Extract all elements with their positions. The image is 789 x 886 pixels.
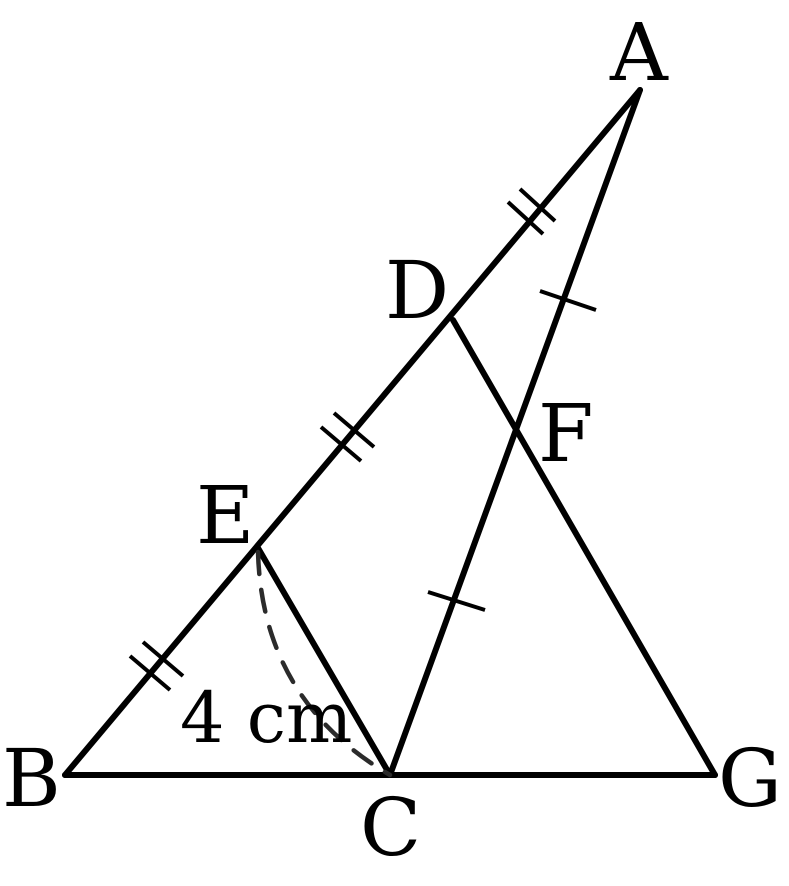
label-B: B (2, 732, 61, 825)
segment-DG (450, 317, 718, 778)
label-F: F (538, 387, 594, 480)
label-C: C (360, 781, 421, 874)
double-tick-EB (128, 640, 185, 692)
label-G: G (718, 732, 782, 825)
segment-EC (255, 545, 393, 778)
single-tick-FC (427, 590, 486, 612)
label-D: D (385, 244, 449, 337)
measurement-label: 4 cm (180, 677, 352, 759)
single-tick-AF (539, 289, 597, 312)
dashed-measure-arc (255, 549, 393, 778)
segment-AB (62, 87, 643, 778)
label-A: A (609, 6, 669, 99)
label-E: E (196, 469, 254, 562)
double-tick-AD (506, 187, 557, 236)
double-tick-DE (319, 411, 376, 463)
